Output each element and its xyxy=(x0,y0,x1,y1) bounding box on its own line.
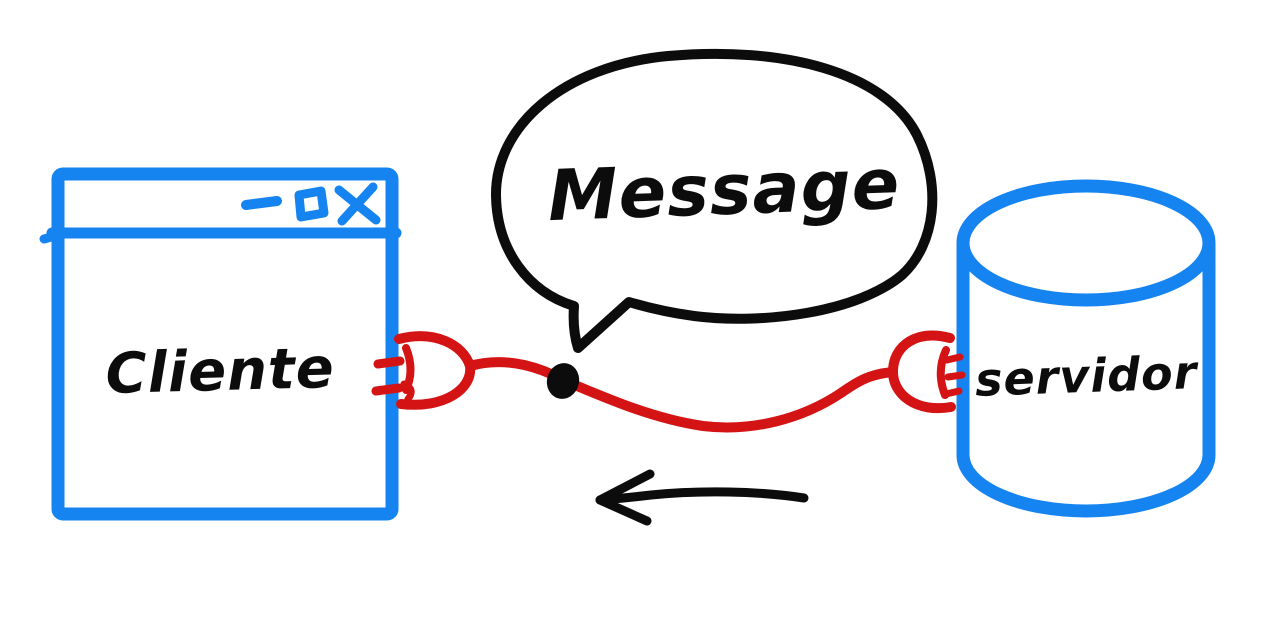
arrow-barb-top xyxy=(595,469,655,505)
close-icon-stroke-2 xyxy=(337,182,378,226)
client-window: Cliente xyxy=(39,167,402,521)
cable-wire xyxy=(465,357,898,433)
plug-right-body xyxy=(888,330,956,414)
plug-left-lip xyxy=(400,380,415,403)
arrow-shaft xyxy=(596,487,809,505)
message-label: Message xyxy=(547,143,902,237)
connection-cable xyxy=(371,330,966,433)
client-window-frame xyxy=(51,167,399,521)
client-label: Cliente xyxy=(105,336,336,407)
plug-right-prong-2 xyxy=(944,371,966,381)
plug-right-rim xyxy=(936,346,950,399)
speech-bubble-outline xyxy=(490,48,938,353)
database-top xyxy=(956,179,1216,307)
message-dot xyxy=(546,363,580,399)
plug-left-prong-2 xyxy=(371,383,404,396)
titlebar-notch xyxy=(39,231,60,244)
plug-left-body xyxy=(394,331,476,410)
window-controls xyxy=(241,182,381,226)
server-cylinder: servidor xyxy=(956,179,1216,518)
plug-right-prong-3 xyxy=(942,387,963,398)
close-icon xyxy=(334,182,381,226)
plug-left-icon xyxy=(371,331,476,410)
left-arrow-icon xyxy=(595,469,809,526)
plug-right-prong-1 xyxy=(943,353,964,364)
speech-bubble: Message xyxy=(490,48,938,353)
maximize-icon xyxy=(294,186,329,222)
minimize-icon xyxy=(241,196,282,210)
arrow-barb-bottom xyxy=(595,495,652,526)
database-body xyxy=(956,239,1216,518)
server-label: servidor xyxy=(974,345,1200,407)
plug-right-icon xyxy=(888,330,966,414)
plug-left-prong-1 xyxy=(373,356,405,369)
